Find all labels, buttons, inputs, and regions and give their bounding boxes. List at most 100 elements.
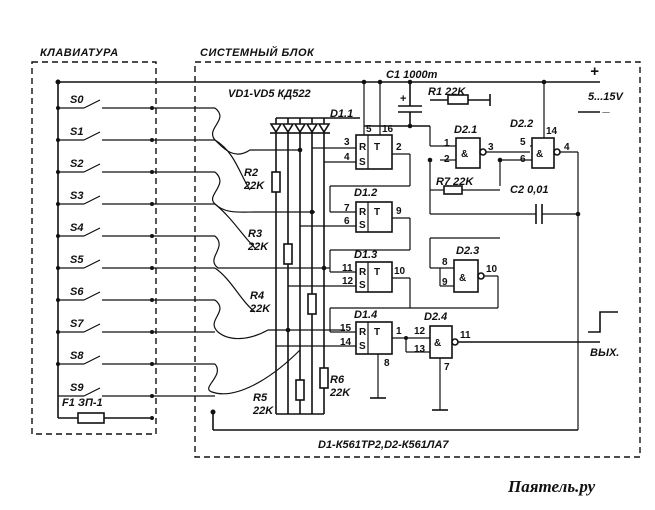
svg-text:9: 9 — [442, 277, 448, 288]
svg-text:R: R — [359, 327, 367, 338]
svg-text:5: 5 — [366, 124, 372, 135]
key-s8: S8 — [58, 350, 215, 366]
svg-text:15: 15 — [340, 323, 352, 334]
svg-text:1: 1 — [444, 138, 450, 149]
svg-text:S3: S3 — [70, 190, 83, 202]
svg-text:8: 8 — [384, 358, 390, 369]
svg-text:D1.3: D1.3 — [354, 249, 377, 261]
svg-text:D1.4: D1.4 — [354, 309, 377, 321]
key-s4: S4 — [58, 222, 215, 238]
r6-name: R6 — [330, 374, 345, 386]
r3-value: 22K — [247, 241, 269, 253]
r3-resistor — [283, 243, 293, 265]
diode-bus — [275, 117, 360, 415]
svg-text:S: S — [359, 341, 366, 352]
svg-text:2: 2 — [396, 142, 402, 153]
r4-resistor — [307, 293, 317, 315]
route-s8-s9 — [208, 349, 301, 395]
svg-text:S1: S1 — [70, 126, 83, 138]
svg-text:&: & — [536, 149, 543, 160]
svg-text:S8: S8 — [70, 350, 84, 362]
r2-name: R2 — [244, 167, 258, 179]
plus-terminal: + — [590, 63, 599, 80]
key-s6: S6 — [58, 286, 215, 302]
r1-resistor — [447, 94, 469, 105]
svg-text:3: 3 — [344, 137, 350, 148]
svg-text:16: 16 — [382, 124, 394, 135]
svg-text:5: 5 — [520, 137, 526, 148]
svg-text:D1.1: D1.1 — [330, 108, 353, 120]
svg-text:8: 8 — [442, 257, 448, 268]
r2-resistor — [271, 171, 281, 193]
r4-name: R4 — [250, 290, 264, 302]
output-pulse-symbol — [588, 311, 618, 333]
svg-text:10: 10 — [486, 264, 498, 275]
d1-2-flipflop: D1.2 R S T 7 6 9 — [344, 187, 402, 233]
svg-text:+: + — [400, 93, 406, 105]
voltage-label: 5...15V — [588, 91, 625, 103]
route-s6-s7 — [213, 299, 345, 340]
svg-text:&: & — [459, 273, 466, 284]
key-s5: S5 — [58, 254, 215, 270]
svg-text:D2.2: D2.2 — [510, 118, 533, 130]
svg-text:13: 13 — [414, 344, 426, 355]
svg-text:S: S — [359, 220, 366, 231]
minus-terminal: _ — [602, 99, 610, 114]
svg-text:4: 4 — [564, 142, 570, 153]
keyboard-block-border — [31, 61, 157, 435]
svg-text:S6: S6 — [70, 286, 84, 298]
route-s4-s5 — [213, 235, 330, 269]
svg-text:6: 6 — [344, 216, 350, 227]
svg-text:10: 10 — [394, 266, 406, 277]
svg-text:1: 1 — [396, 326, 402, 337]
r3-name: R3 — [248, 228, 262, 240]
r6-resistor — [319, 367, 329, 389]
svg-text:T: T — [374, 267, 380, 278]
diodes-vd1-vd5 — [269, 123, 331, 134]
svg-text:R: R — [359, 207, 367, 218]
svg-text:D2.3: D2.3 — [456, 245, 479, 257]
svg-text:14: 14 — [546, 126, 558, 137]
svg-text:12: 12 — [414, 326, 426, 337]
output-label: ВЫХ. — [590, 347, 619, 359]
svg-text:S: S — [359, 280, 366, 291]
svg-text:T: T — [374, 327, 380, 338]
svg-text:D1.2: D1.2 — [354, 187, 377, 199]
r5-name: R5 — [253, 392, 268, 404]
key-s7: S7 — [58, 318, 215, 334]
key-s0: S0 — [58, 94, 215, 110]
svg-text:T: T — [374, 207, 380, 218]
svg-text:3: 3 — [488, 142, 494, 153]
watermark: Паятель.ру — [507, 477, 596, 496]
svg-text:S0: S0 — [70, 94, 84, 106]
svg-text:14: 14 — [340, 337, 352, 348]
r6-value: 22K — [329, 387, 351, 399]
svg-text:R: R — [359, 267, 367, 278]
c2-label: C2 0,01 — [510, 184, 549, 196]
svg-text:R: R — [359, 142, 367, 153]
svg-text:7: 7 — [344, 203, 350, 214]
svg-text:11: 11 — [460, 330, 471, 341]
d1-3-flipflop: D1.3 R S T 11 12 10 — [342, 249, 406, 293]
svg-text:9: 9 — [396, 206, 402, 217]
svg-text:S7: S7 — [70, 318, 84, 330]
svg-text:D2.1: D2.1 — [454, 124, 477, 136]
d1-1-flipflop: D1.1 R S T 3 4 5 16 2 — [330, 108, 402, 170]
fuse-label: F1 ЗП-1 — [62, 397, 103, 409]
svg-text:4: 4 — [344, 152, 350, 163]
r5-value: 22K — [252, 405, 274, 417]
svg-text:&: & — [434, 338, 441, 349]
svg-text:7: 7 — [444, 362, 450, 373]
r5-resistor — [295, 379, 305, 401]
keyboard-block-title: КЛАВИАТУРА — [40, 47, 119, 59]
svg-text:D2.4: D2.4 — [424, 311, 447, 323]
svg-text:T: T — [374, 142, 380, 153]
svg-text:S4: S4 — [70, 222, 83, 234]
svg-text:S2: S2 — [70, 158, 83, 170]
system-block-border — [194, 61, 641, 458]
key-s9: S9 — [58, 382, 215, 398]
svg-text:&: & — [461, 149, 468, 160]
fuse-f1 — [77, 412, 105, 424]
d2-1-gate: D2.1 & 1 2 3 — [444, 124, 494, 169]
